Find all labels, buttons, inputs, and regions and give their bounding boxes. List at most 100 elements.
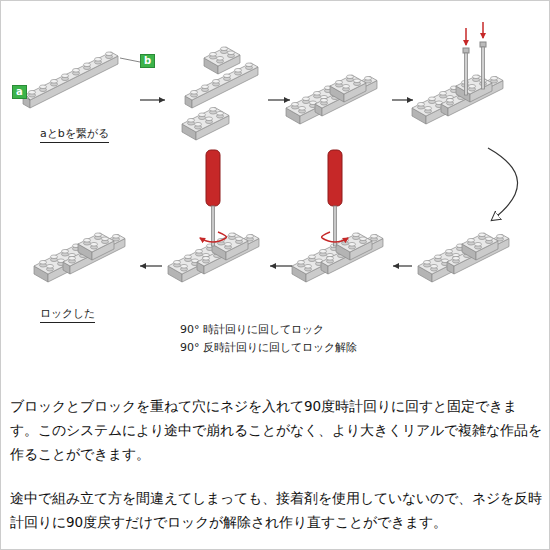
- stud-top: [206, 117, 213, 121]
- brick: [330, 75, 366, 102]
- brick-top: [462, 233, 498, 252]
- stud-top: [95, 57, 102, 61]
- stud-top: [475, 242, 482, 246]
- stud: [69, 256, 76, 260]
- stud-top: [298, 260, 305, 264]
- stud-top: [360, 237, 367, 241]
- stud: [327, 256, 334, 260]
- stud: [203, 256, 210, 260]
- stud-top: [225, 242, 232, 246]
- brick-front: [192, 67, 258, 108]
- stud-top: [468, 238, 475, 242]
- stud-top: [224, 74, 231, 78]
- stud-top: [196, 249, 203, 253]
- stud-top: [106, 52, 113, 56]
- stud: [321, 98, 328, 102]
- stud-top: [440, 91, 447, 95]
- step-arrows: [140, 100, 518, 266]
- stud-top: [62, 249, 69, 253]
- stud-top: [469, 84, 476, 88]
- stud-top: [292, 102, 299, 106]
- stud-top: [320, 249, 327, 253]
- stud-top: [321, 98, 328, 102]
- stud-top: [191, 90, 198, 94]
- stud-top: [299, 106, 306, 110]
- stud-top: [181, 264, 188, 268]
- brick-top: [185, 63, 258, 100]
- stud-top: [29, 90, 36, 94]
- stud-top: [203, 256, 210, 260]
- stud-top: [236, 237, 243, 241]
- stud-top: [84, 238, 91, 242]
- stud-top: [91, 242, 98, 246]
- stud-top: [185, 255, 192, 259]
- description-paragraph: 途中で組み立て方を間違えてしまっても、接着剤を使用していないので、ネジを反時計回…: [10, 486, 542, 534]
- stud-top: [453, 256, 460, 260]
- stud-top: [210, 52, 217, 56]
- brick-top: [182, 108, 229, 133]
- step-caption: aとbを繋がる: [40, 126, 109, 143]
- tag-letter: b: [144, 55, 151, 67]
- stud-top: [217, 111, 224, 115]
- stud-top: [73, 68, 80, 72]
- tag-box: a: [12, 85, 27, 99]
- stud-top: [429, 97, 436, 101]
- brick-top: [204, 47, 240, 66]
- tag-letter: a: [16, 86, 23, 98]
- stud-top: [228, 51, 235, 55]
- step-caption: ロックした: [40, 306, 95, 323]
- screwdriver: [322, 150, 348, 246]
- stud-top: [447, 98, 454, 102]
- stud-top: [69, 256, 76, 260]
- stud-top: [347, 75, 354, 79]
- stud-top: [327, 256, 334, 260]
- stud-top: [446, 249, 453, 253]
- brick: [462, 233, 498, 260]
- tag-box: b: [140, 54, 155, 68]
- brick-top: [456, 75, 492, 94]
- tag-leaders: [26, 58, 140, 100]
- stud-top: [47, 264, 54, 268]
- stud-top: [365, 76, 372, 80]
- stud-top: [229, 233, 236, 237]
- stud-top: [174, 260, 181, 264]
- stud-top: [354, 79, 361, 83]
- stud-top: [235, 68, 242, 72]
- screws: [463, 22, 486, 95]
- stud-top: [305, 264, 312, 268]
- stud-top: [424, 260, 431, 264]
- brick-top: [23, 52, 118, 100]
- stud-top: [314, 91, 321, 95]
- stud-top: [309, 255, 316, 259]
- brick: [78, 233, 114, 260]
- stud-top: [349, 242, 356, 246]
- stud-top: [336, 80, 343, 84]
- stud-top: [113, 234, 120, 238]
- stud-top: [62, 74, 69, 78]
- stud-top: [51, 255, 58, 259]
- stud-top: [51, 79, 58, 83]
- stud-top: [202, 85, 209, 89]
- stud-top: [40, 85, 47, 89]
- stud-top: [431, 264, 438, 268]
- brick: [456, 75, 492, 102]
- brick-top: [212, 233, 248, 252]
- stud-top: [353, 233, 360, 237]
- stud-top: [435, 255, 442, 259]
- brick-top: [78, 233, 114, 252]
- stud-top: [486, 237, 493, 241]
- instruction-note: 90° 時計回りに回してロック: [180, 322, 324, 337]
- brick: [182, 107, 229, 140]
- screwdriver: [200, 150, 226, 246]
- stud-top: [371, 234, 378, 238]
- stud-top: [221, 47, 228, 51]
- stud-top: [473, 75, 480, 79]
- instruction-note: 90° 反時計回りに回してロック解除: [180, 340, 357, 355]
- stud-top: [188, 118, 195, 122]
- brick: [336, 233, 372, 260]
- brick: [212, 233, 248, 260]
- stud-top: [418, 102, 425, 106]
- stud-top: [246, 63, 253, 67]
- stud: [447, 98, 454, 102]
